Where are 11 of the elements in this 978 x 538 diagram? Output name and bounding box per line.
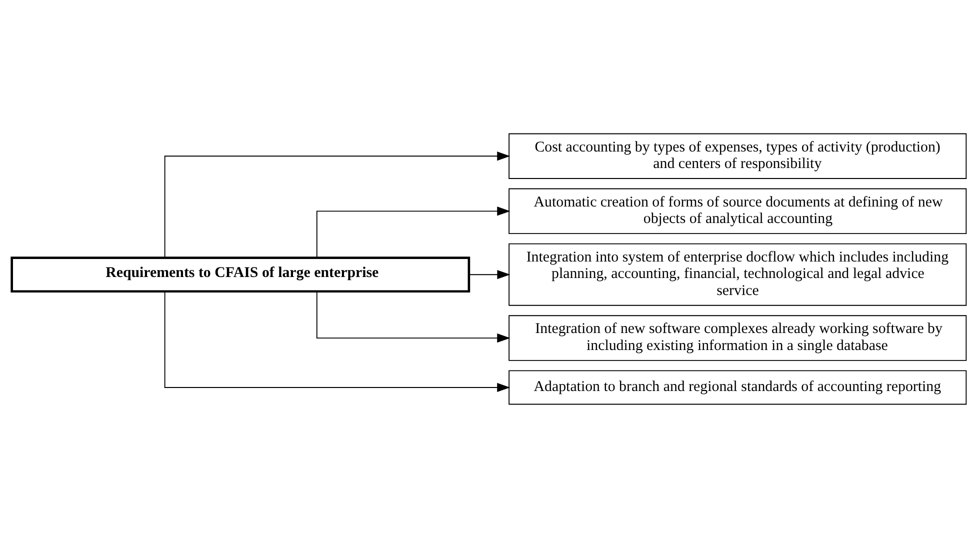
arrow: [468, 270, 510, 280]
node-box: Automatic creation of forms of source documents at defining of new objects of analytical accounting: [508, 188, 967, 234]
node-box: Integration into system of enterprise docflow which includes including planning, accounting, financial, technological and legal advice service: [508, 243, 967, 306]
node-box: Integration of new software complexes already working software by including existing information in a single database: [508, 315, 967, 361]
arrow: [316, 291, 510, 343]
node-box: Adaptation to branch and regional standards of accounting reporting: [508, 370, 967, 405]
node-box: Cost accounting by types of expenses, types of activity (production) and centers of responsibility: [508, 133, 967, 179]
node-box: Requirements to CFAIS of large enterprise: [10, 256, 470, 293]
arrow: [164, 152, 510, 258]
arrow: [164, 291, 510, 392]
arrow: [316, 206, 510, 258]
